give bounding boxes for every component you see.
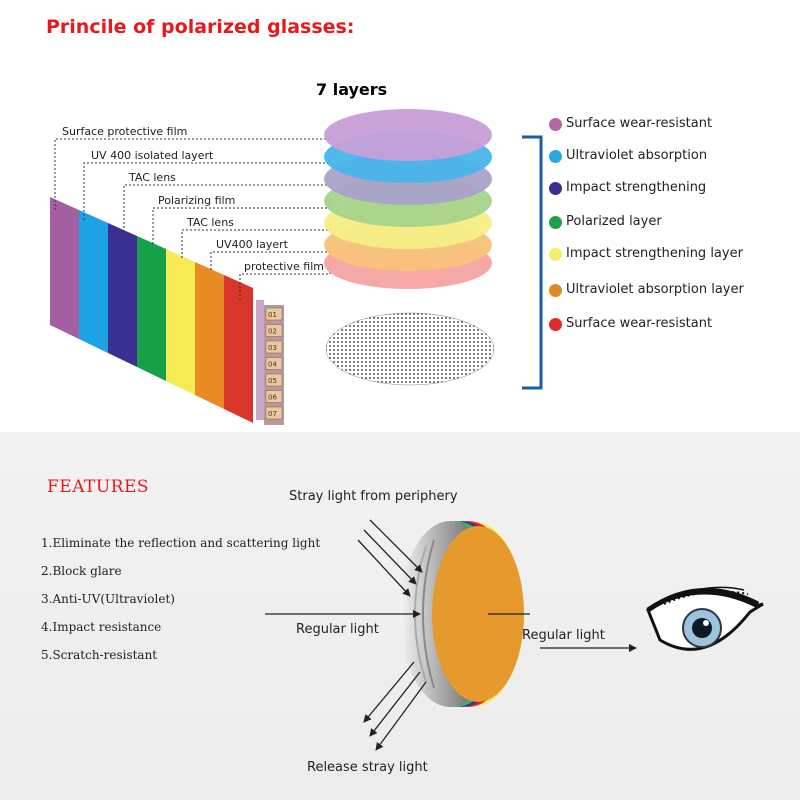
stray-light-arrows [357, 519, 423, 597]
legend-label-2: Ultraviolet absorption [566, 148, 708, 163]
stripe-2 [79, 210, 108, 353]
release-stray-label: Release stray light [307, 760, 428, 775]
layer-number-5: 05 [268, 377, 277, 385]
legend-dot-6 [549, 284, 562, 297]
disc-layer-1 [324, 109, 492, 161]
layer-number-2: 02 [268, 328, 277, 336]
layers-title: 7 layers [316, 80, 388, 99]
legend-dot-3 [549, 182, 562, 195]
layer-label-3: TAC lens [129, 171, 176, 184]
layer-number-7: 07 [268, 410, 277, 418]
legend-dot-5 [549, 248, 562, 261]
stripe-3 [108, 223, 137, 367]
legend-label-6: Ultraviolet absorption layer [566, 282, 744, 297]
feature-item-3: 3.Anti-UV(Ultraviolet) [41, 592, 175, 606]
legend-bracket [522, 135, 543, 390]
layer-label-2: UV 400 isolated layert [91, 149, 214, 162]
stripe-1 [50, 197, 79, 339]
stripe-7 [224, 275, 253, 423]
stripe-4 [137, 236, 166, 381]
feature-item-1: 1.Eliminate the reflection and scatterin… [41, 536, 321, 550]
layer-label-1: Surface protective film [62, 125, 188, 138]
feature-item-2: 2.Block glare [41, 564, 122, 578]
layer-discs [324, 109, 492, 289]
layer-number-1: 01 [268, 311, 277, 319]
legend-dot-4 [549, 216, 562, 229]
layer-label-7: protective film [244, 260, 324, 273]
regular-light-in-label: Regular light [296, 622, 379, 637]
features-title: FEATURES [47, 477, 150, 497]
legend-label-7: Surface wear-resistant [566, 316, 713, 331]
release-stray-arrows [363, 661, 427, 751]
regular-light-out-label: Regular light [522, 628, 605, 643]
layer-stripes [50, 197, 253, 423]
legend-dot-1 [549, 118, 562, 131]
layer-number-block: 01 02 03 04 05 06 07 [256, 300, 284, 425]
lens-illustration [400, 521, 524, 707]
stripe-5 [166, 249, 195, 395]
stripe-6 [195, 262, 224, 409]
legend-label-1: Surface wear-resistant [566, 116, 713, 131]
page-title: Princile of polarized glasses: [46, 16, 355, 38]
legend-label-3: Impact strengthening [566, 180, 707, 195]
layer-number-3: 03 [268, 344, 277, 352]
legend-dot-7 [549, 318, 562, 331]
layer-label-6: UV400 layert [216, 238, 288, 251]
layer-number-4: 04 [268, 361, 277, 369]
eye-illustration [646, 586, 764, 651]
legend-dot-2 [549, 150, 562, 163]
layer-number-6: 06 [268, 394, 277, 402]
layer-label-5: TAC lens [187, 216, 234, 229]
legend-label-4: Polarized layer [566, 214, 662, 229]
lens-front-orange [432, 526, 524, 702]
legend-label-5: Impact strengthening layer [566, 246, 743, 261]
polarizing-mesh [325, 312, 495, 386]
stray-light-label: Stray light from periphery [289, 489, 458, 504]
feature-item-4: 4.Impact resistance [41, 620, 162, 634]
layer-label-4: Polarizing film [158, 194, 236, 207]
feature-item-5: 5.Scratch-resistant [41, 648, 158, 662]
